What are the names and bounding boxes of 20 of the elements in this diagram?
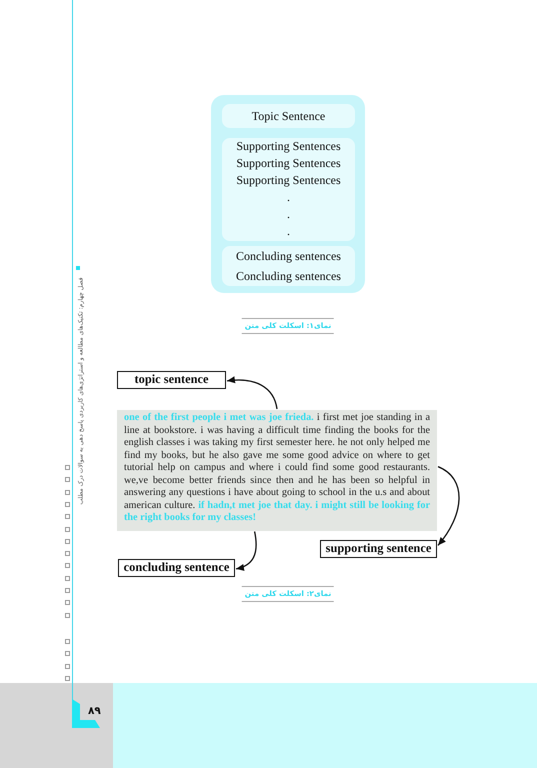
label-box: concluding sentence xyxy=(118,559,235,577)
sentence-line: Supporting Sentences xyxy=(235,172,342,189)
text-line: Concluding sentences xyxy=(235,268,342,285)
example-paragraph: one of the first people i met was joe frieda. i first met joe standing in a line at bookstore. i was having a difficult time finding the books for the english classes i was taking my first semester here. he not only helped me find my books, but he also gave me some good advice on where to get tutorial help on campus and where i could find some good restaurants. we,ve become better friends since then and he has been so helpful in answering any questions i have about going to school in the u.s and about american culture. if hadn,t met joe that day. i might still be looking for the right books for my classes! xyxy=(117,410,437,530)
curved-arrow xyxy=(226,376,278,410)
label-box: topic sentence xyxy=(117,371,226,389)
sentence-line: Supporting Sentences xyxy=(235,138,342,155)
ellipsis-dot: . xyxy=(286,223,291,240)
diagram-panel xyxy=(211,95,365,293)
text-line: Concluding sentences xyxy=(235,248,342,265)
supporting-sentences-box xyxy=(222,138,355,241)
curved-arrow xyxy=(438,466,460,546)
curved-arrow xyxy=(236,531,257,570)
concluding-sentences-box xyxy=(222,246,355,286)
page-number: ۸۹ xyxy=(88,705,101,717)
label-box: supporting sentence xyxy=(320,540,437,558)
topic-sentence-box: Topic Sentence xyxy=(222,104,355,128)
ellipsis-dot: . xyxy=(286,206,291,223)
sentence-line: Supporting Sentences xyxy=(235,155,342,172)
ellipsis-dot: . xyxy=(286,189,291,206)
